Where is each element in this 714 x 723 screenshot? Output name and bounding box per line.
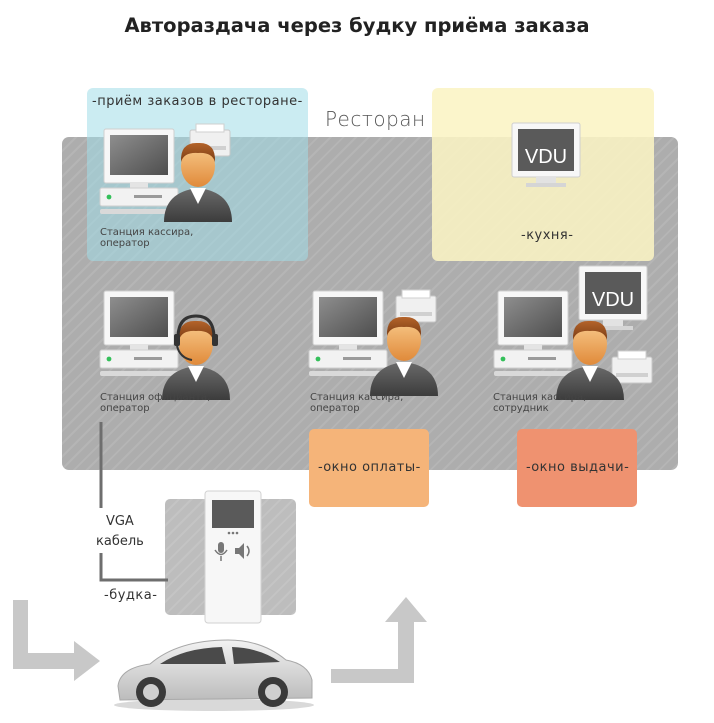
- computer-icon: [99, 128, 181, 215]
- vga-cable-line: [99, 422, 168, 582]
- payment-window-label: -окно оплаты-: [318, 460, 421, 475]
- computer-icon: [99, 290, 181, 377]
- station-caption-cashier-employee: Станция кассира,сотрудник: [493, 392, 587, 414]
- headset-operator-icon: [162, 314, 230, 400]
- order-taking-zone-label: -приём заказов в ресторане-: [92, 94, 303, 109]
- vdu-label: VDU: [592, 289, 634, 311]
- pickup-window-zone: [517, 429, 637, 507]
- arrow-right-icon: [13, 600, 100, 681]
- microphone-icon: [214, 542, 228, 561]
- diagram-title: Автораздача через будку приёма заказа: [124, 14, 590, 37]
- arrow-up-icon: [331, 597, 427, 683]
- restaurant-label: Ресторан: [325, 107, 426, 131]
- station-caption-waiter-operator: Станция официанта,оператор: [100, 392, 211, 414]
- pickup-window-label: -окно выдачи-: [526, 460, 630, 475]
- computer-icon: [308, 290, 390, 377]
- car-icon: [114, 639, 314, 711]
- station-caption-cashier-operator-1: Станция кассира,оператор: [100, 227, 194, 249]
- speaker-icon: [235, 543, 250, 559]
- station-caption-cashier-operator-2: Станция кассира,оператор: [310, 392, 404, 414]
- printer-icon: [611, 350, 653, 384]
- kiosk-icon: [204, 490, 262, 624]
- payment-window-zone: [309, 429, 429, 507]
- kitchen-zone-label: -кухня-: [521, 228, 574, 243]
- vdu-label: VDU: [525, 146, 567, 168]
- booth-label: -будка-: [104, 588, 158, 603]
- computer-icon: [493, 290, 575, 377]
